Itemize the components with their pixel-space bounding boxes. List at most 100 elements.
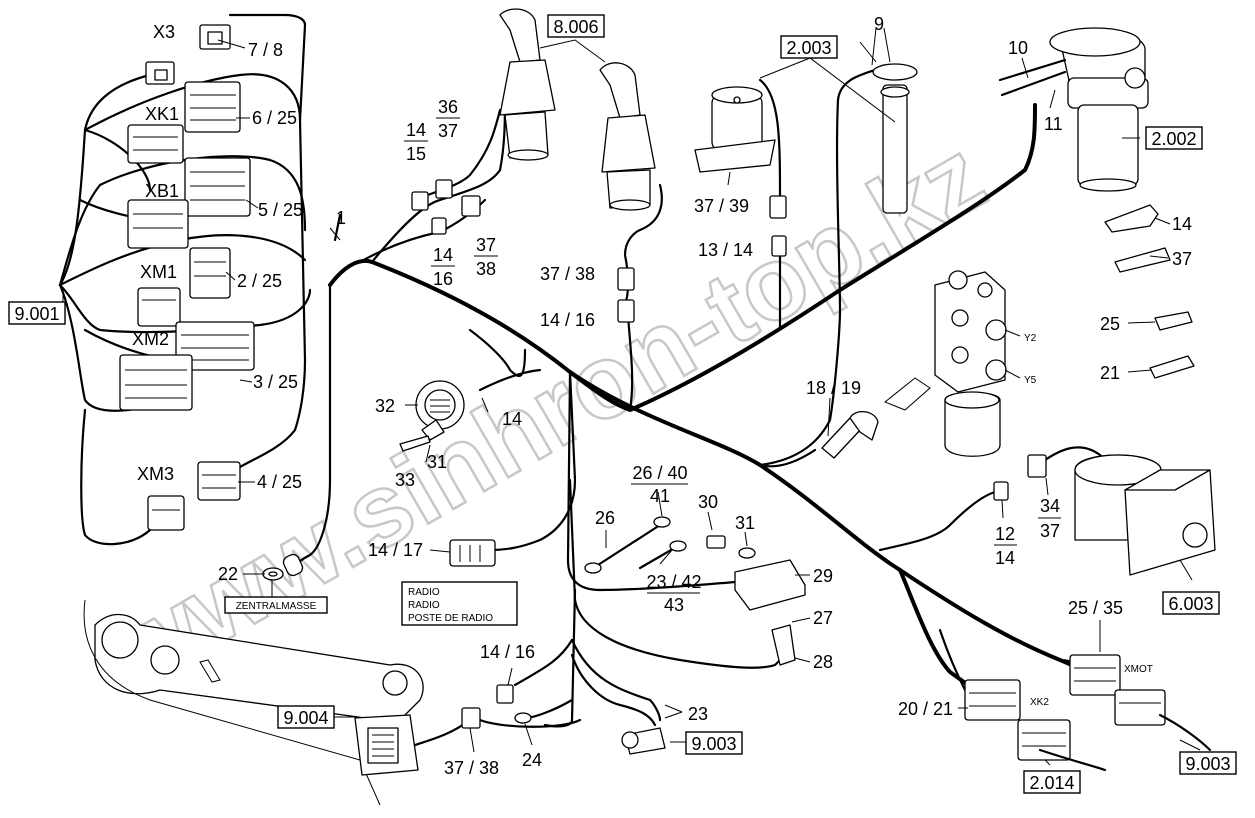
label-29: 29 (813, 566, 833, 586)
label-24: 24 (522, 750, 542, 770)
label-41: 41 (650, 486, 670, 506)
label-xmot: XMOT (1124, 664, 1153, 675)
ref-9003-center: 9.003 (691, 734, 736, 754)
label-43: 43 (664, 595, 684, 615)
label-18-19: 18 / 19 (806, 378, 861, 398)
label-37-38-bot: 38 (476, 259, 496, 279)
label-1: 1 (336, 208, 346, 228)
label-23: 23 (688, 704, 708, 724)
labels: X3 7 / 8 XK1 6 / 25 XB1 5 / 25 XM1 2 / 2… (132, 14, 1192, 778)
valve-block (934, 270, 1007, 457)
label-26: 26 (595, 508, 615, 528)
label-xb1: XB1 (145, 181, 179, 201)
radio-line-3: POSTE DE RADIO (408, 613, 493, 624)
branch-wires (413, 68, 1127, 747)
label-xk1: XK1 (145, 104, 179, 124)
label-21: 21 (1100, 363, 1120, 383)
xk1-connector (127, 81, 241, 164)
xm2-connector (119, 321, 255, 411)
ref-8006: 8.006 (553, 17, 598, 37)
label-y2: Y2 (1024, 333, 1037, 344)
relay-leader (759, 57, 896, 123)
label-32: 32 (375, 396, 395, 416)
label-14-16-top: 14 (433, 245, 453, 265)
ref-9004: 9.004 (283, 708, 328, 728)
radio-line-1: RADIO (408, 587, 440, 598)
ref-9003-right: 9.003 (1185, 754, 1230, 774)
label-xm2: XM2 (132, 329, 169, 349)
label-9: 9 (874, 14, 884, 34)
label-10: 10 (1008, 38, 1028, 58)
label-x3: X3 (153, 22, 175, 42)
label-20-21: 20 / 21 (898, 699, 953, 719)
ref-boxes: 9.001 8.006 2.003 2.002 6.003 9.004 9.00… (8, 14, 1237, 794)
x3-connector (145, 24, 231, 85)
xmot-connector (1069, 654, 1166, 726)
label-37-38-joy: 37 / 38 (540, 264, 595, 284)
joystick-leader (539, 39, 606, 63)
label-7-8: 7 / 8 (248, 40, 283, 60)
label-xm1: XM1 (140, 262, 177, 282)
label-14-15-bot: 15 (406, 144, 426, 164)
label-37-38-top: 37 (476, 235, 496, 255)
label-14-16-bot: 16 (433, 269, 453, 289)
label-2-25: 2 / 25 (237, 271, 282, 291)
label-12: 12 (995, 524, 1015, 544)
label-36-37-top: 36 (438, 97, 458, 117)
center-connectors (411, 179, 787, 323)
horn-32 (399, 380, 465, 452)
label-14-17: 14 / 17 (368, 540, 423, 560)
label-5-25: 5 / 25 (258, 200, 303, 220)
label-22: 22 (218, 564, 238, 584)
ref-6003: 6.003 (1168, 594, 1213, 614)
xk2-connector (964, 679, 1071, 761)
label-xm3: XM3 (137, 464, 174, 484)
ground-cables (584, 516, 687, 574)
terminals-right (1104, 204, 1195, 379)
label-14-16-joy: 14 / 16 (540, 310, 595, 330)
xb1-connector (127, 157, 251, 249)
label-12-14: 14 (995, 548, 1015, 568)
boom-arm (83, 599, 424, 806)
battery-clamp (461, 684, 666, 755)
label-11: 11 (1044, 114, 1063, 134)
label-28: 28 (813, 652, 833, 672)
label-25: 25 (1100, 314, 1120, 334)
label-14-16-bottom: 14 / 16 (480, 642, 535, 662)
radio-line-2: RADIO (408, 600, 440, 611)
oil-filter (998, 27, 1149, 192)
label-30: 30 (698, 492, 718, 512)
label-zentralmasse: ZENTRALMASSE (236, 601, 317, 612)
label-26-40: 26 / 40 (632, 463, 687, 483)
xmot-wires (1158, 713, 1212, 752)
xk2-wires (1038, 748, 1107, 772)
label-14-15-top: 14 (406, 120, 426, 140)
xm1-connector (137, 247, 231, 327)
label-4-25: 4 / 25 (257, 472, 302, 492)
label-13-14: 13 / 14 (698, 240, 753, 260)
label-34-37: 37 (1040, 521, 1060, 541)
label-14-term: 14 (1172, 214, 1192, 234)
label-y5: Y5 (1024, 375, 1037, 386)
label-37-term: 37 (1172, 249, 1192, 269)
label-6-25: 6 / 25 (252, 108, 297, 128)
fraction-bars (404, 117, 1061, 594)
xm3-connector (147, 461, 241, 531)
label-3-25: 3 / 25 (253, 372, 298, 392)
temp-sensor (821, 411, 879, 459)
sensor-leader (871, 27, 891, 66)
label-34: 34 (1040, 496, 1060, 516)
relay-unit (694, 86, 776, 186)
radio-connector (449, 539, 496, 567)
label-37-39: 37 / 39 (694, 196, 749, 216)
joystick-right (599, 62, 656, 211)
label-31: 31 (735, 513, 755, 533)
label-23-42: 23 / 42 (646, 572, 701, 592)
label-31-horn: 31 (427, 452, 447, 472)
heater-unit (993, 454, 1216, 576)
relay-29 (706, 535, 806, 666)
label-27: 27 (813, 608, 833, 628)
ref-9001: 9.001 (14, 304, 59, 324)
joystick-left (499, 8, 556, 161)
